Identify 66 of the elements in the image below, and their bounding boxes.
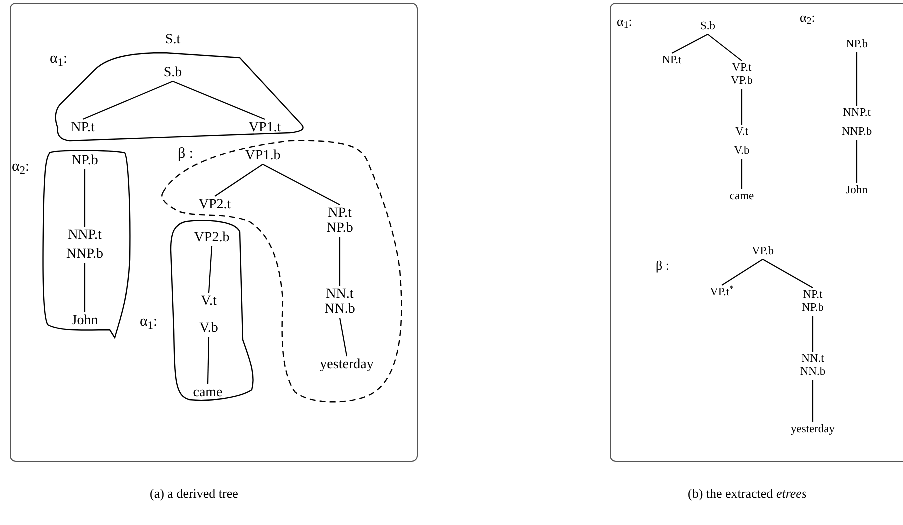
tree-label: V.b bbox=[200, 321, 218, 336]
figure-caption: (a) a derived tree bbox=[150, 486, 238, 501]
tree-label: V.b bbox=[734, 145, 750, 158]
tree-branch bbox=[812, 380, 814, 422]
tree-label: NNP.b bbox=[66, 247, 104, 262]
tree-name-label: β : bbox=[178, 146, 194, 162]
tree-label: NNP.t bbox=[843, 107, 871, 120]
tree-branch bbox=[762, 259, 814, 288]
tree-label: S.b bbox=[164, 66, 182, 80]
tree-branch bbox=[172, 81, 266, 120]
tree-branch bbox=[214, 164, 264, 197]
tree-branch bbox=[84, 263, 86, 312]
tree-label: came bbox=[193, 386, 223, 400]
tree-label: S.t bbox=[165, 32, 181, 48]
tree-label: NP.b bbox=[72, 154, 98, 168]
tree-branch bbox=[339, 237, 341, 286]
tree-name-label: β : bbox=[656, 258, 670, 273]
tree-branch bbox=[812, 316, 814, 352]
tree-name-label: α$_{2}$: bbox=[800, 10, 816, 25]
tree-label: NP.t bbox=[803, 289, 823, 302]
tree-branch bbox=[708, 34, 742, 62]
tree-branch bbox=[207, 336, 210, 385]
tree-label: NP.b bbox=[846, 38, 868, 52]
tree-branch bbox=[262, 164, 340, 206]
tree-label: yesterday bbox=[790, 424, 836, 436]
tree-branch bbox=[856, 140, 858, 184]
tree-label: yesterday bbox=[320, 358, 374, 372]
tree-label: VP2.b bbox=[194, 230, 230, 246]
tree-label: NP.t bbox=[662, 54, 682, 68]
figure-caption: (b) the extracted etrees bbox=[688, 486, 807, 501]
tree-label: VP.t$^{*}$ bbox=[710, 286, 734, 300]
tree-label: V.t bbox=[201, 294, 217, 309]
tree-branch bbox=[672, 34, 708, 54]
tree-label: came bbox=[730, 190, 754, 204]
tree-branch bbox=[856, 52, 858, 106]
tree-label: NN.t bbox=[802, 353, 824, 366]
tree-label: NN.b bbox=[800, 366, 826, 379]
tree-label: V.t bbox=[736, 126, 748, 139]
tree-branch bbox=[84, 170, 86, 227]
tree-branch bbox=[339, 318, 348, 357]
tree-label: VP1.t bbox=[248, 120, 282, 136]
tree-label: VP.b bbox=[730, 75, 754, 88]
tree-label: NNP.b bbox=[842, 126, 872, 139]
tree-label: NP.t bbox=[328, 206, 352, 221]
tree-label: John bbox=[72, 314, 98, 328]
tree-label: John bbox=[846, 184, 868, 198]
tree-branch bbox=[208, 246, 213, 294]
tree-name-label: α$_{1}$: bbox=[140, 314, 158, 330]
tree-branch bbox=[82, 81, 174, 120]
tree-label: NN.b bbox=[324, 302, 356, 317]
tree-label: NP.t bbox=[71, 120, 95, 136]
tree-label: VP1.b bbox=[245, 148, 281, 164]
tree-name-label: α$_{1}$: bbox=[50, 51, 68, 67]
tree-label: VP.b bbox=[752, 246, 774, 258]
tree-label: NNP.t bbox=[68, 228, 102, 243]
tree-branch bbox=[722, 259, 764, 286]
tree-label: NP.b bbox=[802, 302, 824, 315]
tree-label: VP2.t bbox=[198, 198, 232, 212]
tree-label: VP.t bbox=[732, 62, 752, 75]
tree-name-label: α$_{1}$: bbox=[617, 14, 632, 29]
tree-branch bbox=[741, 89, 743, 125]
tree-branch bbox=[741, 159, 743, 190]
tree-name-label: α$_{2}$: bbox=[12, 159, 30, 175]
tree-label: S.b bbox=[700, 20, 716, 34]
tree-label: NN.t bbox=[326, 287, 354, 302]
tree-label: NP.b bbox=[326, 221, 354, 236]
